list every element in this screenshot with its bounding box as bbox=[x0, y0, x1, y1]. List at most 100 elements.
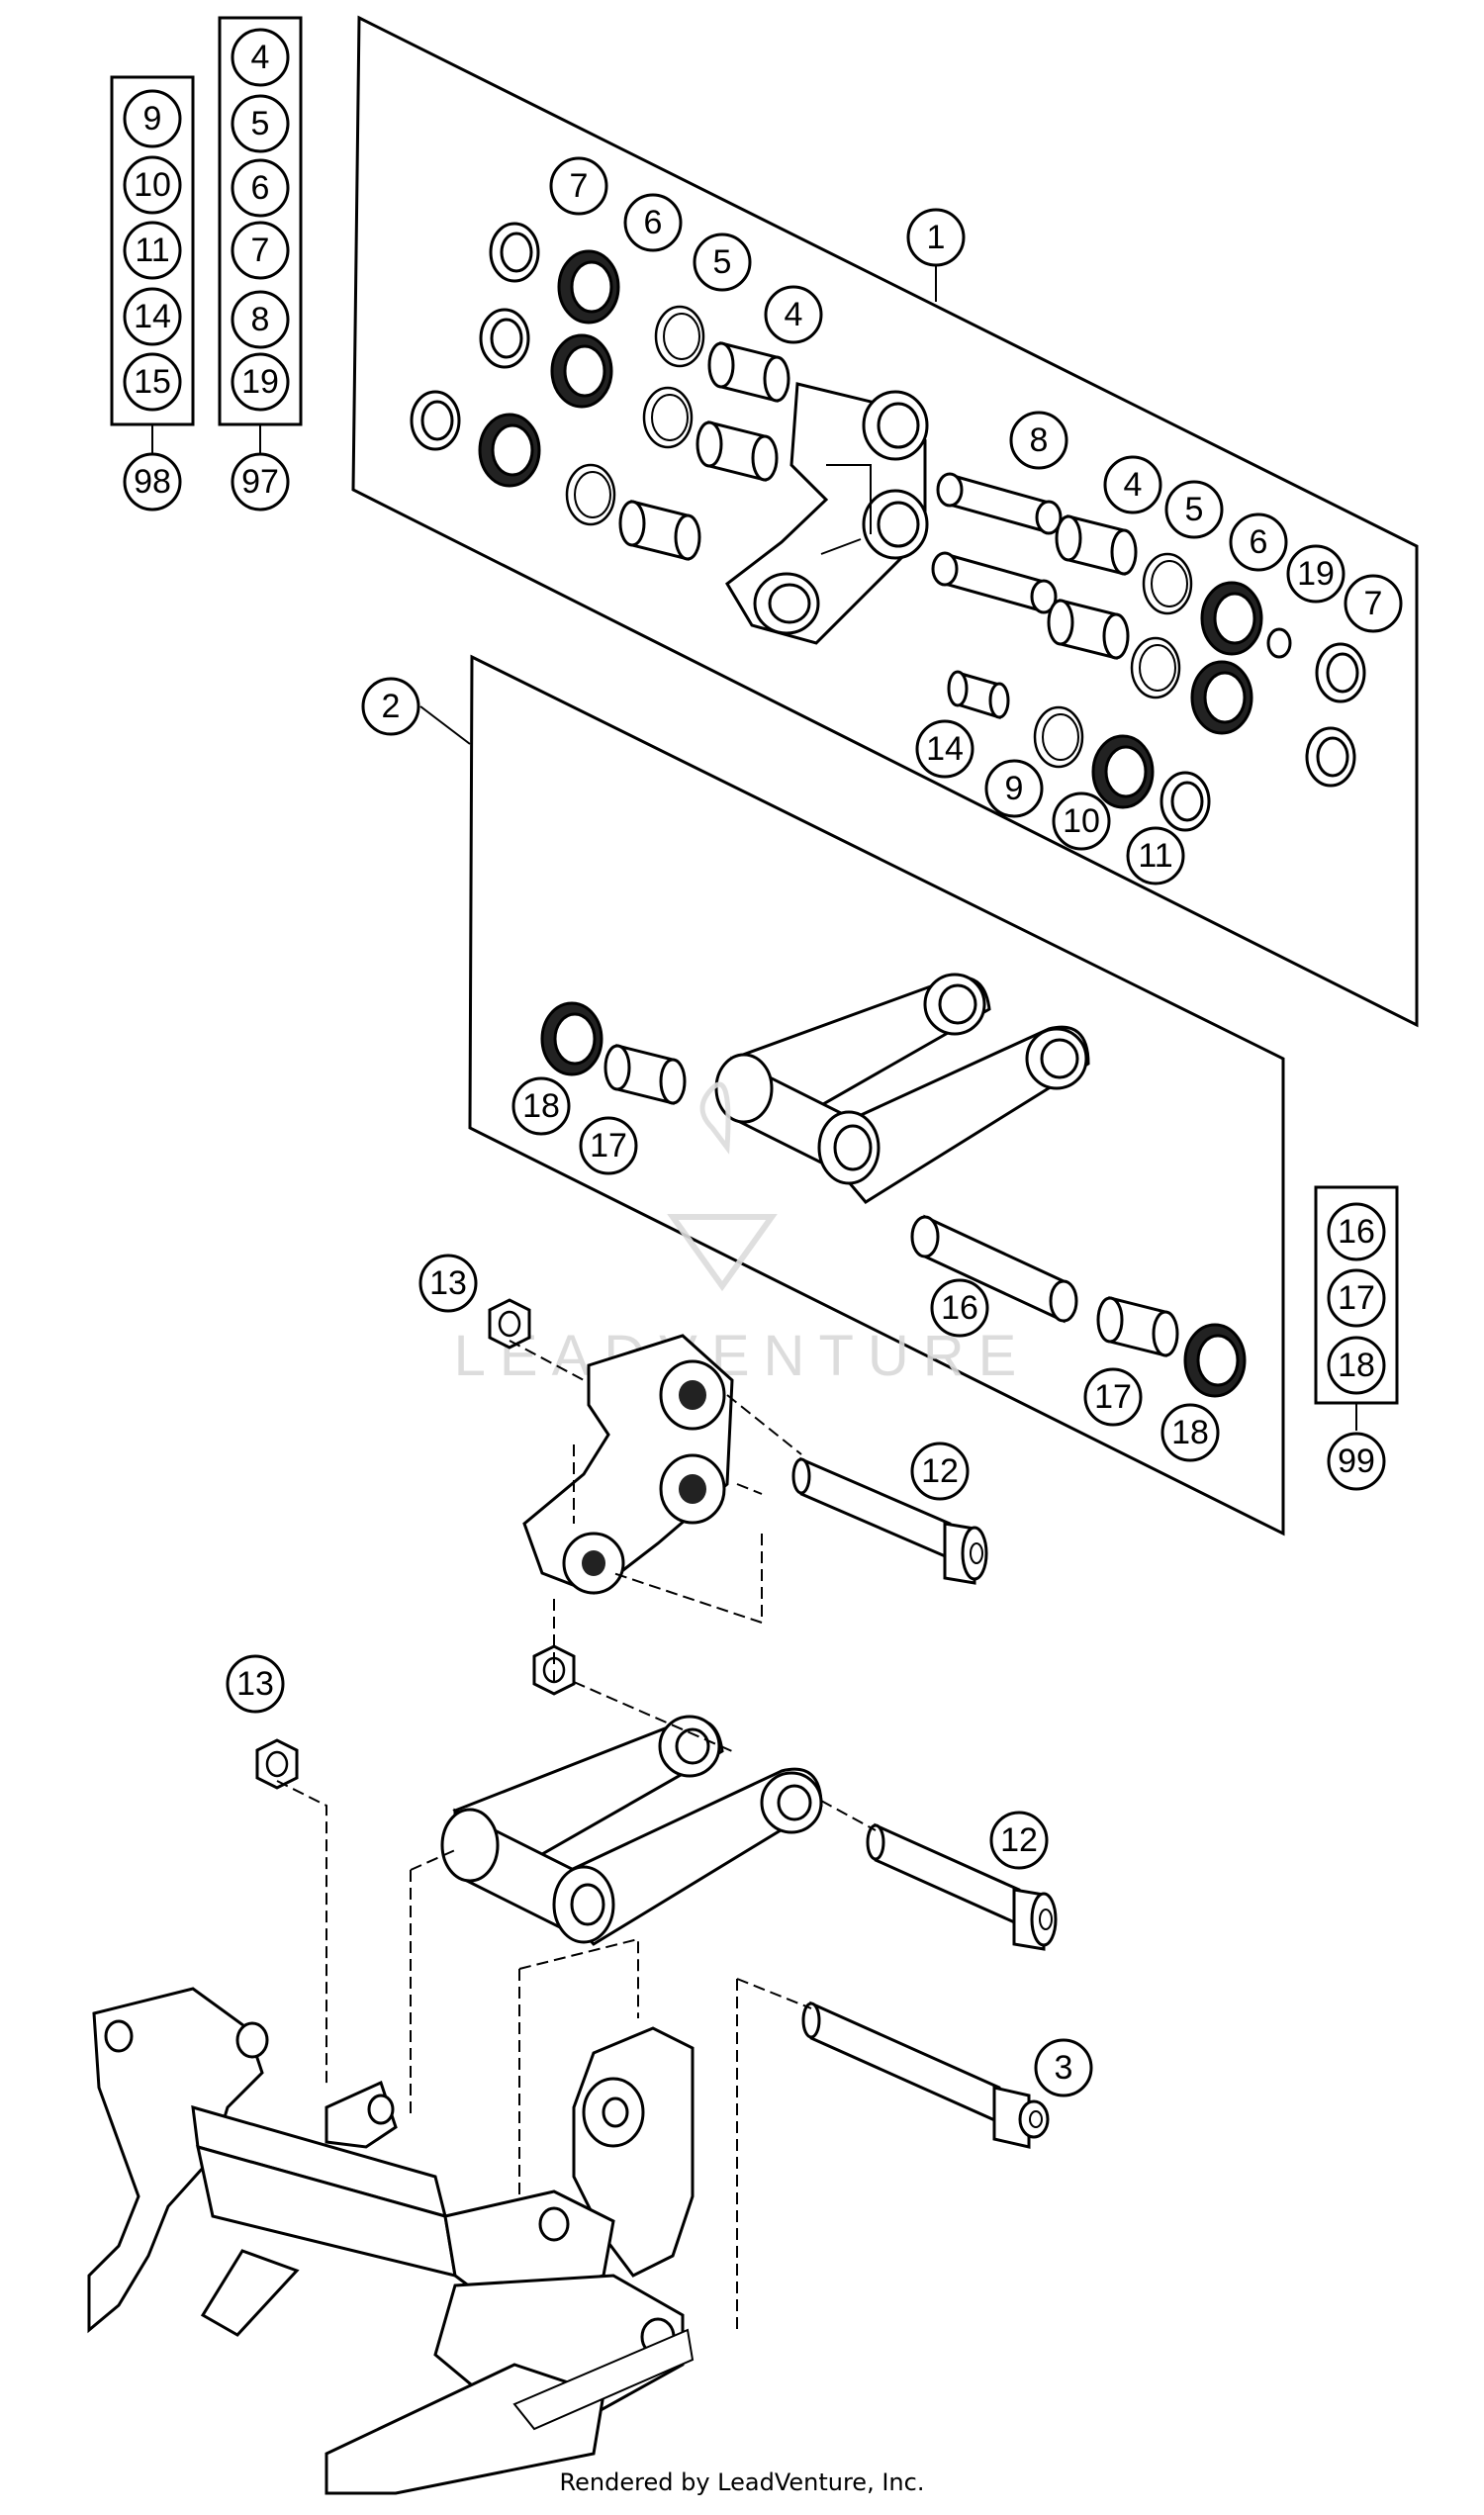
callout-9: 9 bbox=[984, 759, 1044, 818]
svg-text:14: 14 bbox=[926, 730, 964, 768]
svg-text:17: 17 bbox=[590, 1127, 627, 1164]
svg-text:10: 10 bbox=[134, 166, 171, 204]
svg-text:3: 3 bbox=[1055, 2049, 1073, 2087]
callout-14: 14 bbox=[915, 719, 974, 779]
svg-text:98: 98 bbox=[134, 463, 171, 501]
callout-13-upper: 13 bbox=[418, 1254, 478, 1313]
bolt-12-upper bbox=[791, 1456, 988, 1585]
callout-17-left: 17 bbox=[579, 1116, 638, 1175]
rendered-by-footer: Rendered by LeadVenture, Inc. bbox=[559, 2468, 925, 2496]
svg-text:5: 5 bbox=[1185, 491, 1204, 528]
callout-12-upper: 12 bbox=[910, 1442, 970, 1501]
callout-18-left: 18 bbox=[511, 1076, 571, 1136]
svg-text:11: 11 bbox=[1138, 837, 1172, 875]
callout-18-right: 18 bbox=[1160, 1403, 1220, 1462]
callout-2: 2 bbox=[361, 677, 420, 736]
svg-text:9: 9 bbox=[1005, 770, 1024, 807]
svg-text:6: 6 bbox=[1250, 523, 1268, 561]
svg-text:10: 10 bbox=[1063, 802, 1100, 840]
svg-text:19: 19 bbox=[1297, 555, 1335, 593]
ring-11 bbox=[1159, 771, 1211, 832]
svg-text:97: 97 bbox=[241, 463, 279, 501]
svg-text:13: 13 bbox=[429, 1264, 467, 1302]
sleeve-8-lower bbox=[931, 551, 1058, 614]
callout-1: 1 bbox=[906, 208, 966, 267]
svg-text:4: 4 bbox=[1124, 466, 1143, 504]
bushing-17-left bbox=[603, 1044, 687, 1105]
part-1-kit-panel bbox=[351, 15, 1419, 1028]
callout-13-lower: 13 bbox=[226, 1654, 285, 1714]
nut-13-upper bbox=[488, 1298, 531, 1350]
ring-7-upper bbox=[1315, 642, 1366, 703]
svg-text:2: 2 bbox=[382, 688, 401, 725]
washer-5-upper bbox=[1142, 552, 1193, 615]
nut-13-lower bbox=[255, 1738, 299, 1790]
washer-5-lower bbox=[1130, 636, 1181, 699]
svg-text:8: 8 bbox=[251, 301, 270, 338]
kit-97-items: 4 5 6 7 8 19 bbox=[231, 28, 290, 412]
kit-98-box bbox=[110, 75, 195, 455]
callout-10: 10 bbox=[1052, 792, 1111, 851]
seal-18-right bbox=[1183, 1323, 1247, 1398]
svg-text:18: 18 bbox=[1338, 1347, 1375, 1384]
seal-6-lower bbox=[1190, 660, 1253, 735]
sleeve-16 bbox=[910, 1214, 1078, 1324]
bushing-17-right bbox=[1096, 1296, 1179, 1357]
svg-text:7: 7 bbox=[1364, 585, 1383, 622]
svg-text:15: 15 bbox=[134, 363, 171, 401]
callout-5-upper: 5 bbox=[693, 233, 752, 292]
svg-text:17: 17 bbox=[1094, 1378, 1132, 1416]
svg-text:18: 18 bbox=[522, 1087, 560, 1125]
svg-text:12: 12 bbox=[921, 1452, 959, 1490]
callout-4-upper: 4 bbox=[764, 285, 823, 344]
bolt-3 bbox=[801, 2001, 1050, 2149]
callout-16: 16 bbox=[930, 1278, 989, 1338]
seal-6-upper bbox=[1200, 581, 1263, 656]
svg-text:7: 7 bbox=[251, 232, 270, 269]
svg-text:16: 16 bbox=[941, 1289, 978, 1327]
svg-text:17: 17 bbox=[1338, 1279, 1375, 1317]
callout-5-right: 5 bbox=[1164, 480, 1224, 539]
callout-19: 19 bbox=[1286, 544, 1345, 604]
assembly-guide-lines bbox=[276, 1340, 877, 2335]
callout-4-right: 4 bbox=[1103, 455, 1162, 514]
swingarm-frame bbox=[87, 1987, 695, 2495]
svg-text:11: 11 bbox=[135, 232, 169, 269]
svg-text:14: 14 bbox=[134, 298, 171, 335]
svg-text:99: 99 bbox=[1338, 1443, 1375, 1480]
bolt-12-lower bbox=[866, 1822, 1058, 1951]
callout-6-upper: 6 bbox=[623, 193, 683, 252]
svg-text:6: 6 bbox=[644, 204, 663, 241]
kit-97-label: 97 bbox=[231, 452, 290, 512]
svg-text:18: 18 bbox=[1171, 1414, 1209, 1451]
svg-text:16: 16 bbox=[1338, 1213, 1375, 1251]
callout-12-lower: 12 bbox=[989, 1811, 1049, 1870]
kit-98-items: 9 10 11 14 15 bbox=[123, 89, 182, 412]
svg-text:4: 4 bbox=[785, 296, 803, 333]
svg-text:8: 8 bbox=[1030, 421, 1049, 459]
svg-text:13: 13 bbox=[236, 1665, 274, 1703]
kit-97-box bbox=[218, 16, 303, 455]
svg-text:19: 19 bbox=[241, 363, 279, 401]
ring-19 bbox=[1266, 627, 1292, 659]
connecting-rod-assembled bbox=[440, 1715, 823, 1946]
kit-99-label: 99 bbox=[1327, 1432, 1386, 1491]
seal-18-left bbox=[540, 1001, 603, 1076]
kit-99-box bbox=[1314, 1185, 1399, 1431]
callout-11: 11 bbox=[1126, 826, 1185, 885]
connecting-rod-part-2 bbox=[714, 973, 1090, 1204]
linkage-lever-assembled bbox=[522, 1334, 734, 1595]
callout-7-right: 7 bbox=[1344, 574, 1403, 633]
part-2-kit-panel bbox=[468, 654, 1285, 1537]
svg-text:9: 9 bbox=[143, 100, 162, 138]
callout-3: 3 bbox=[1034, 2038, 1093, 2097]
svg-text:7: 7 bbox=[570, 167, 589, 205]
svg-text:6: 6 bbox=[251, 169, 270, 207]
callout-7-upper: 7 bbox=[549, 156, 608, 216]
bushing-4-lower bbox=[1047, 599, 1130, 660]
watermark-text: LEADVENTURE bbox=[454, 1324, 1031, 1388]
svg-text:12: 12 bbox=[1000, 1821, 1038, 1859]
callout-6-right: 6 bbox=[1229, 512, 1288, 572]
washer-9 bbox=[1033, 705, 1084, 769]
